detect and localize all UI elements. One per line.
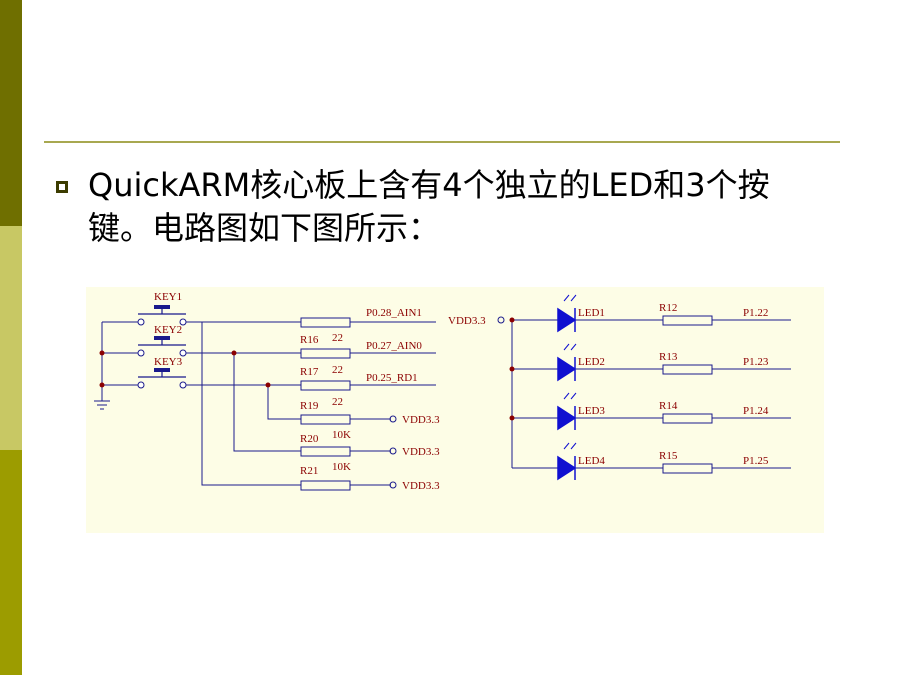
net-p122: P1.22 — [743, 307, 768, 319]
net-p025: P0.25_RD1 — [366, 372, 418, 384]
vdd-label-1: VDD3.3 — [402, 414, 440, 426]
r20-value: 10K — [332, 429, 351, 441]
led4-label: LED4 — [578, 455, 605, 467]
vdd-label-3: VDD3.3 — [402, 480, 440, 492]
side-bar-dark — [0, 0, 22, 226]
net-p027: P0.27_AIN0 — [366, 340, 422, 352]
side-bar-light — [0, 226, 22, 450]
r17-ref: R17 — [300, 366, 319, 378]
side-bar-olive — [0, 450, 22, 675]
net-p125: P1.25 — [743, 455, 769, 467]
r19-ref: R19 — [300, 400, 319, 412]
bullet-line-2: 键。电路图如下图所示： — [88, 209, 441, 247]
r21-ref: R21 — [300, 465, 318, 477]
led1-label: LED1 — [578, 307, 605, 319]
r19-value: 22 — [332, 396, 343, 408]
bullet-square-icon — [56, 181, 68, 193]
r13-label: R13 — [659, 351, 678, 363]
r20-ref: R20 — [300, 433, 319, 445]
led2-label: LED2 — [578, 356, 605, 368]
net-p123: P1.23 — [743, 356, 769, 368]
key3-label: KEY3 — [154, 356, 183, 368]
r15-label: R15 — [659, 450, 678, 462]
led3-label: LED3 — [578, 405, 605, 417]
r16-value: 22 — [332, 332, 343, 344]
title-divider — [44, 141, 840, 143]
vdd-label-2: VDD3.3 — [402, 446, 440, 458]
led-supply-label: VDD3.3 — [448, 315, 486, 327]
r17-value: 22 — [332, 364, 343, 376]
key2-label: KEY2 — [154, 324, 182, 336]
net-p124: P1.24 — [743, 405, 769, 417]
r21-value: 10K — [332, 461, 351, 473]
bullet-line-1: QuickARM核心板上含有4个独立的LED和3个按 — [88, 166, 770, 204]
key1-label: KEY1 — [154, 291, 182, 303]
circuit-schematic: KEY1 KEY2 KEY3 R16 22 P0.28_AIN1 R17 22 … — [86, 287, 824, 533]
bullet-text: QuickARM核心板上含有4个独立的LED和3个按 键。电路图如下图所示： — [88, 164, 848, 250]
schematic-svg: KEY1 KEY2 KEY3 R16 22 P0.28_AIN1 R17 22 … — [94, 291, 791, 492]
r12-label: R12 — [659, 302, 677, 314]
r14-label: R14 — [659, 400, 678, 412]
net-p028: P0.28_AIN1 — [366, 307, 422, 319]
r16-ref: R16 — [300, 334, 319, 346]
